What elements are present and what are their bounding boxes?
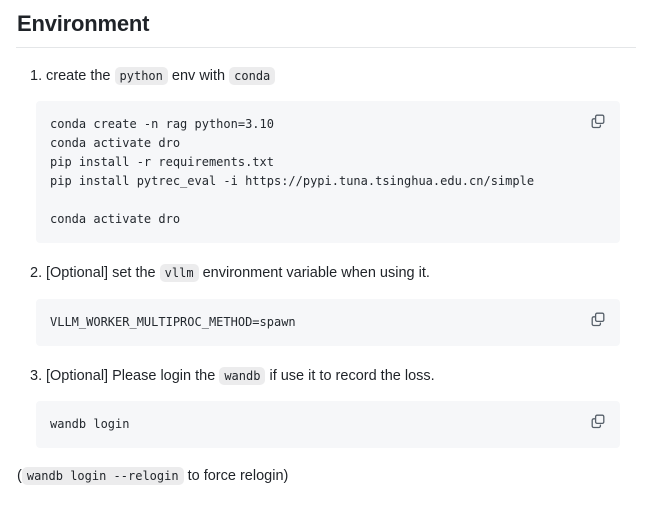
footnote: (wandb login --relogin to force relogin) bbox=[17, 466, 636, 488]
list-item-text: [Optional] Please login the wandb if use… bbox=[32, 366, 636, 388]
step3-text-before: [Optional] Please login the bbox=[46, 367, 216, 384]
list-item: 1. create the python env with conda bbox=[16, 66, 636, 88]
list-item-text: [Optional] set the vllm environment vari… bbox=[32, 263, 636, 285]
inline-code-python: python bbox=[114, 66, 168, 85]
code-content-conda-setup: conda create -n rag python=3.10 conda ac… bbox=[50, 117, 535, 227]
list-item: 2. [Optional] set the vllm environment v… bbox=[16, 263, 636, 285]
list-marker: 2. bbox=[30, 264, 43, 281]
step2-text-after: environment variable when using it. bbox=[202, 264, 430, 281]
list-marker: 3. bbox=[30, 367, 43, 384]
step1-text-before: create the bbox=[46, 67, 111, 84]
copy-icon bbox=[590, 311, 606, 327]
copy-button-wandb-login[interactable] bbox=[588, 411, 608, 431]
inline-code-wandb-relogin: wandb login --relogin bbox=[21, 467, 184, 486]
step1-text-middle: env with bbox=[171, 67, 226, 84]
inline-code-conda: conda bbox=[229, 66, 276, 85]
copy-button-conda-setup[interactable] bbox=[588, 111, 608, 131]
list-marker: 1. bbox=[30, 67, 43, 84]
copy-icon bbox=[590, 113, 606, 129]
inline-code-wandb: wandb bbox=[219, 366, 266, 385]
inline-code-vllm: vllm bbox=[159, 263, 199, 282]
code-content-vllm-env-var: VLLM_WORKER_MULTIPROC_METHOD=spawn bbox=[50, 314, 296, 329]
heading-divider bbox=[16, 46, 636, 48]
code-block-wandb-login: wandb login bbox=[36, 401, 620, 449]
steps-list: 1. create the python env with conda cond… bbox=[16, 66, 636, 449]
footnote-text-after: to force relogin) bbox=[187, 468, 289, 485]
list-item-text: create the python env with conda bbox=[32, 66, 636, 88]
code-block-conda-setup: conda create -n rag python=3.10 conda ac… bbox=[36, 101, 620, 243]
list-item: 3. [Optional] Please login the wandb if … bbox=[16, 366, 636, 388]
page-title: Environment bbox=[17, 11, 150, 36]
copy-button-vllm-env-var[interactable] bbox=[588, 309, 608, 329]
code-content-wandb-login: wandb login bbox=[50, 417, 130, 432]
footnote-open-paren: ( bbox=[17, 468, 22, 485]
code-block-vllm-env-var: VLLM_WORKER_MULTIPROC_METHOD=spawn bbox=[36, 298, 620, 346]
step2-text-before: [Optional] set the bbox=[46, 264, 156, 281]
step3-text-after: if use it to record the loss. bbox=[269, 367, 435, 384]
copy-icon bbox=[590, 413, 606, 429]
